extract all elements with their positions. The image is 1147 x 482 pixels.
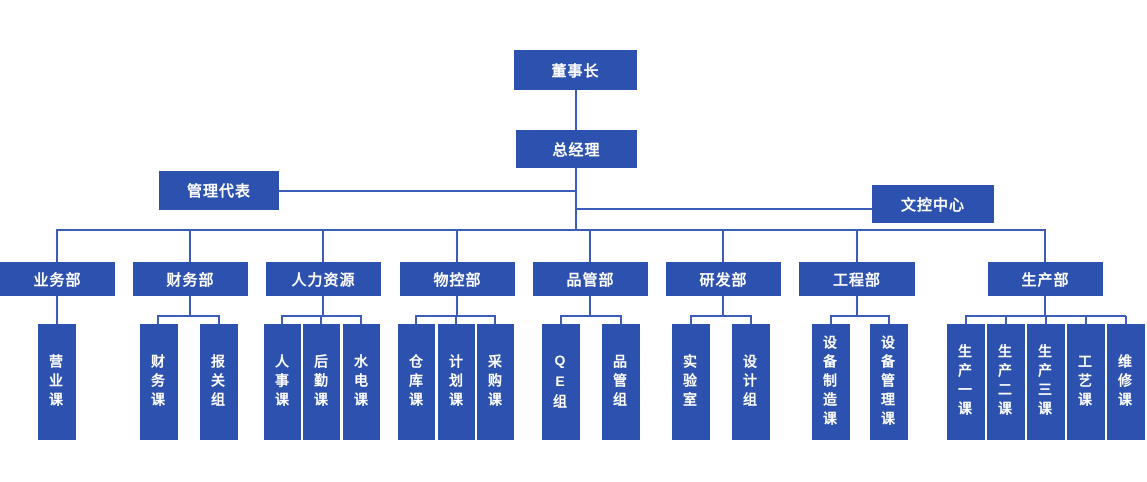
connector-engineering-c0 (830, 316, 832, 324)
connector-production-c4 (1125, 316, 1127, 324)
dept-box-quality: 品管部 (533, 262, 648, 296)
sub-box-design-group: 设计组 (732, 324, 770, 440)
sub-box-customs-group: 报关组 (200, 324, 238, 440)
connector-finance-c1 (218, 316, 220, 324)
sub-box-logistics-section: 后勤课 (303, 324, 340, 440)
connector-drop-production (1044, 229, 1046, 262)
dept-box-engineering: 工程部 (799, 262, 915, 296)
connector-engineering-c1 (888, 316, 890, 324)
connector-engineering-subrail (830, 315, 890, 317)
sub-box-utilities-section: 水电课 (343, 324, 380, 440)
connector-rnd-c1 (750, 316, 752, 324)
sub-box-process-section: 工艺课 (1067, 324, 1105, 440)
connector-hr-c1 (320, 316, 322, 324)
connector-drop-business (56, 229, 58, 262)
connector-production-stub (1044, 296, 1046, 316)
sub-box-production-1: 生产一课 (947, 324, 985, 440)
doc-control-center-box: 文控中心 (872, 185, 994, 223)
connector-management-rep (279, 190, 576, 192)
connector-drop-hr (322, 229, 324, 262)
dept-box-hr: 人力资源 (266, 262, 381, 296)
connector-doc-center (576, 208, 872, 210)
dept-box-production: 生产部 (988, 262, 1103, 296)
sub-box-production-3: 生产三课 (1027, 324, 1065, 440)
sub-box-warehouse-section: 仓库课 (398, 324, 435, 440)
connector-hr-c2 (360, 316, 362, 324)
sub-box-personnel-section: 人事课 (264, 324, 301, 440)
chairman-box: 董事长 (514, 50, 637, 90)
connector-dept-rail (56, 229, 1046, 231)
sub-box-production-2: 生产二课 (987, 324, 1025, 440)
sub-box-qe-group: QE组 (542, 324, 580, 440)
connector-finance-stub (189, 296, 191, 316)
sub-box-finance-section: 财务课 (140, 324, 178, 440)
sub-box-sales-section: 营业课 (38, 324, 76, 440)
connector-material-c2 (494, 316, 496, 324)
connector-production-c1 (1005, 316, 1007, 324)
connector-quality-c0 (560, 316, 562, 324)
dept-box-business: 业务部 (0, 262, 115, 296)
connector-finance-subrail (157, 315, 220, 317)
connector-production-c0 (965, 316, 967, 324)
sub-box-equipment-manufacturing: 设备制造课 (812, 324, 850, 440)
connector-material-stub (456, 296, 458, 316)
connector-drop-engineering (856, 229, 858, 262)
connector-drop-quality (589, 229, 591, 262)
connector-quality-c1 (620, 316, 622, 324)
connector-rnd-c0 (690, 316, 692, 324)
dept-box-finance: 财务部 (133, 262, 248, 296)
connector-finance-c0 (157, 316, 159, 324)
connector-drop-rnd (722, 229, 724, 262)
connector-gm-rail (575, 168, 577, 229)
connector-chairman-gm (575, 90, 577, 130)
connector-business-child (56, 296, 58, 324)
sub-box-maintenance-section: 维修课 (1107, 324, 1145, 440)
sub-box-equipment-management: 设备管理课 (870, 324, 908, 440)
connector-rnd-subrail (690, 315, 752, 317)
connector-production-c3 (1085, 316, 1087, 324)
connector-material-c1 (455, 316, 457, 324)
connector-drop-finance (189, 229, 191, 262)
sub-box-planning-section: 计划课 (438, 324, 475, 440)
connector-production-c2 (1045, 316, 1047, 324)
connector-quality-stub (589, 296, 591, 316)
sub-box-purchasing-section: 采购课 (477, 324, 514, 440)
sub-box-laboratory: 实验室 (672, 324, 710, 440)
connector-hr-stub (322, 296, 324, 316)
connector-hr-c0 (281, 316, 283, 324)
connector-drop-material (456, 229, 458, 262)
sub-box-qc-group: 品管组 (602, 324, 640, 440)
connector-quality-subrail (560, 315, 622, 317)
management-rep-box: 管理代表 (159, 171, 279, 210)
connector-engineering-stub (856, 296, 858, 316)
general-manager-box: 总经理 (516, 130, 637, 168)
dept-box-rnd: 研发部 (666, 262, 781, 296)
dept-box-material-control: 物控部 (400, 262, 515, 296)
connector-rnd-stub (722, 296, 724, 316)
connector-material-c0 (415, 316, 417, 324)
